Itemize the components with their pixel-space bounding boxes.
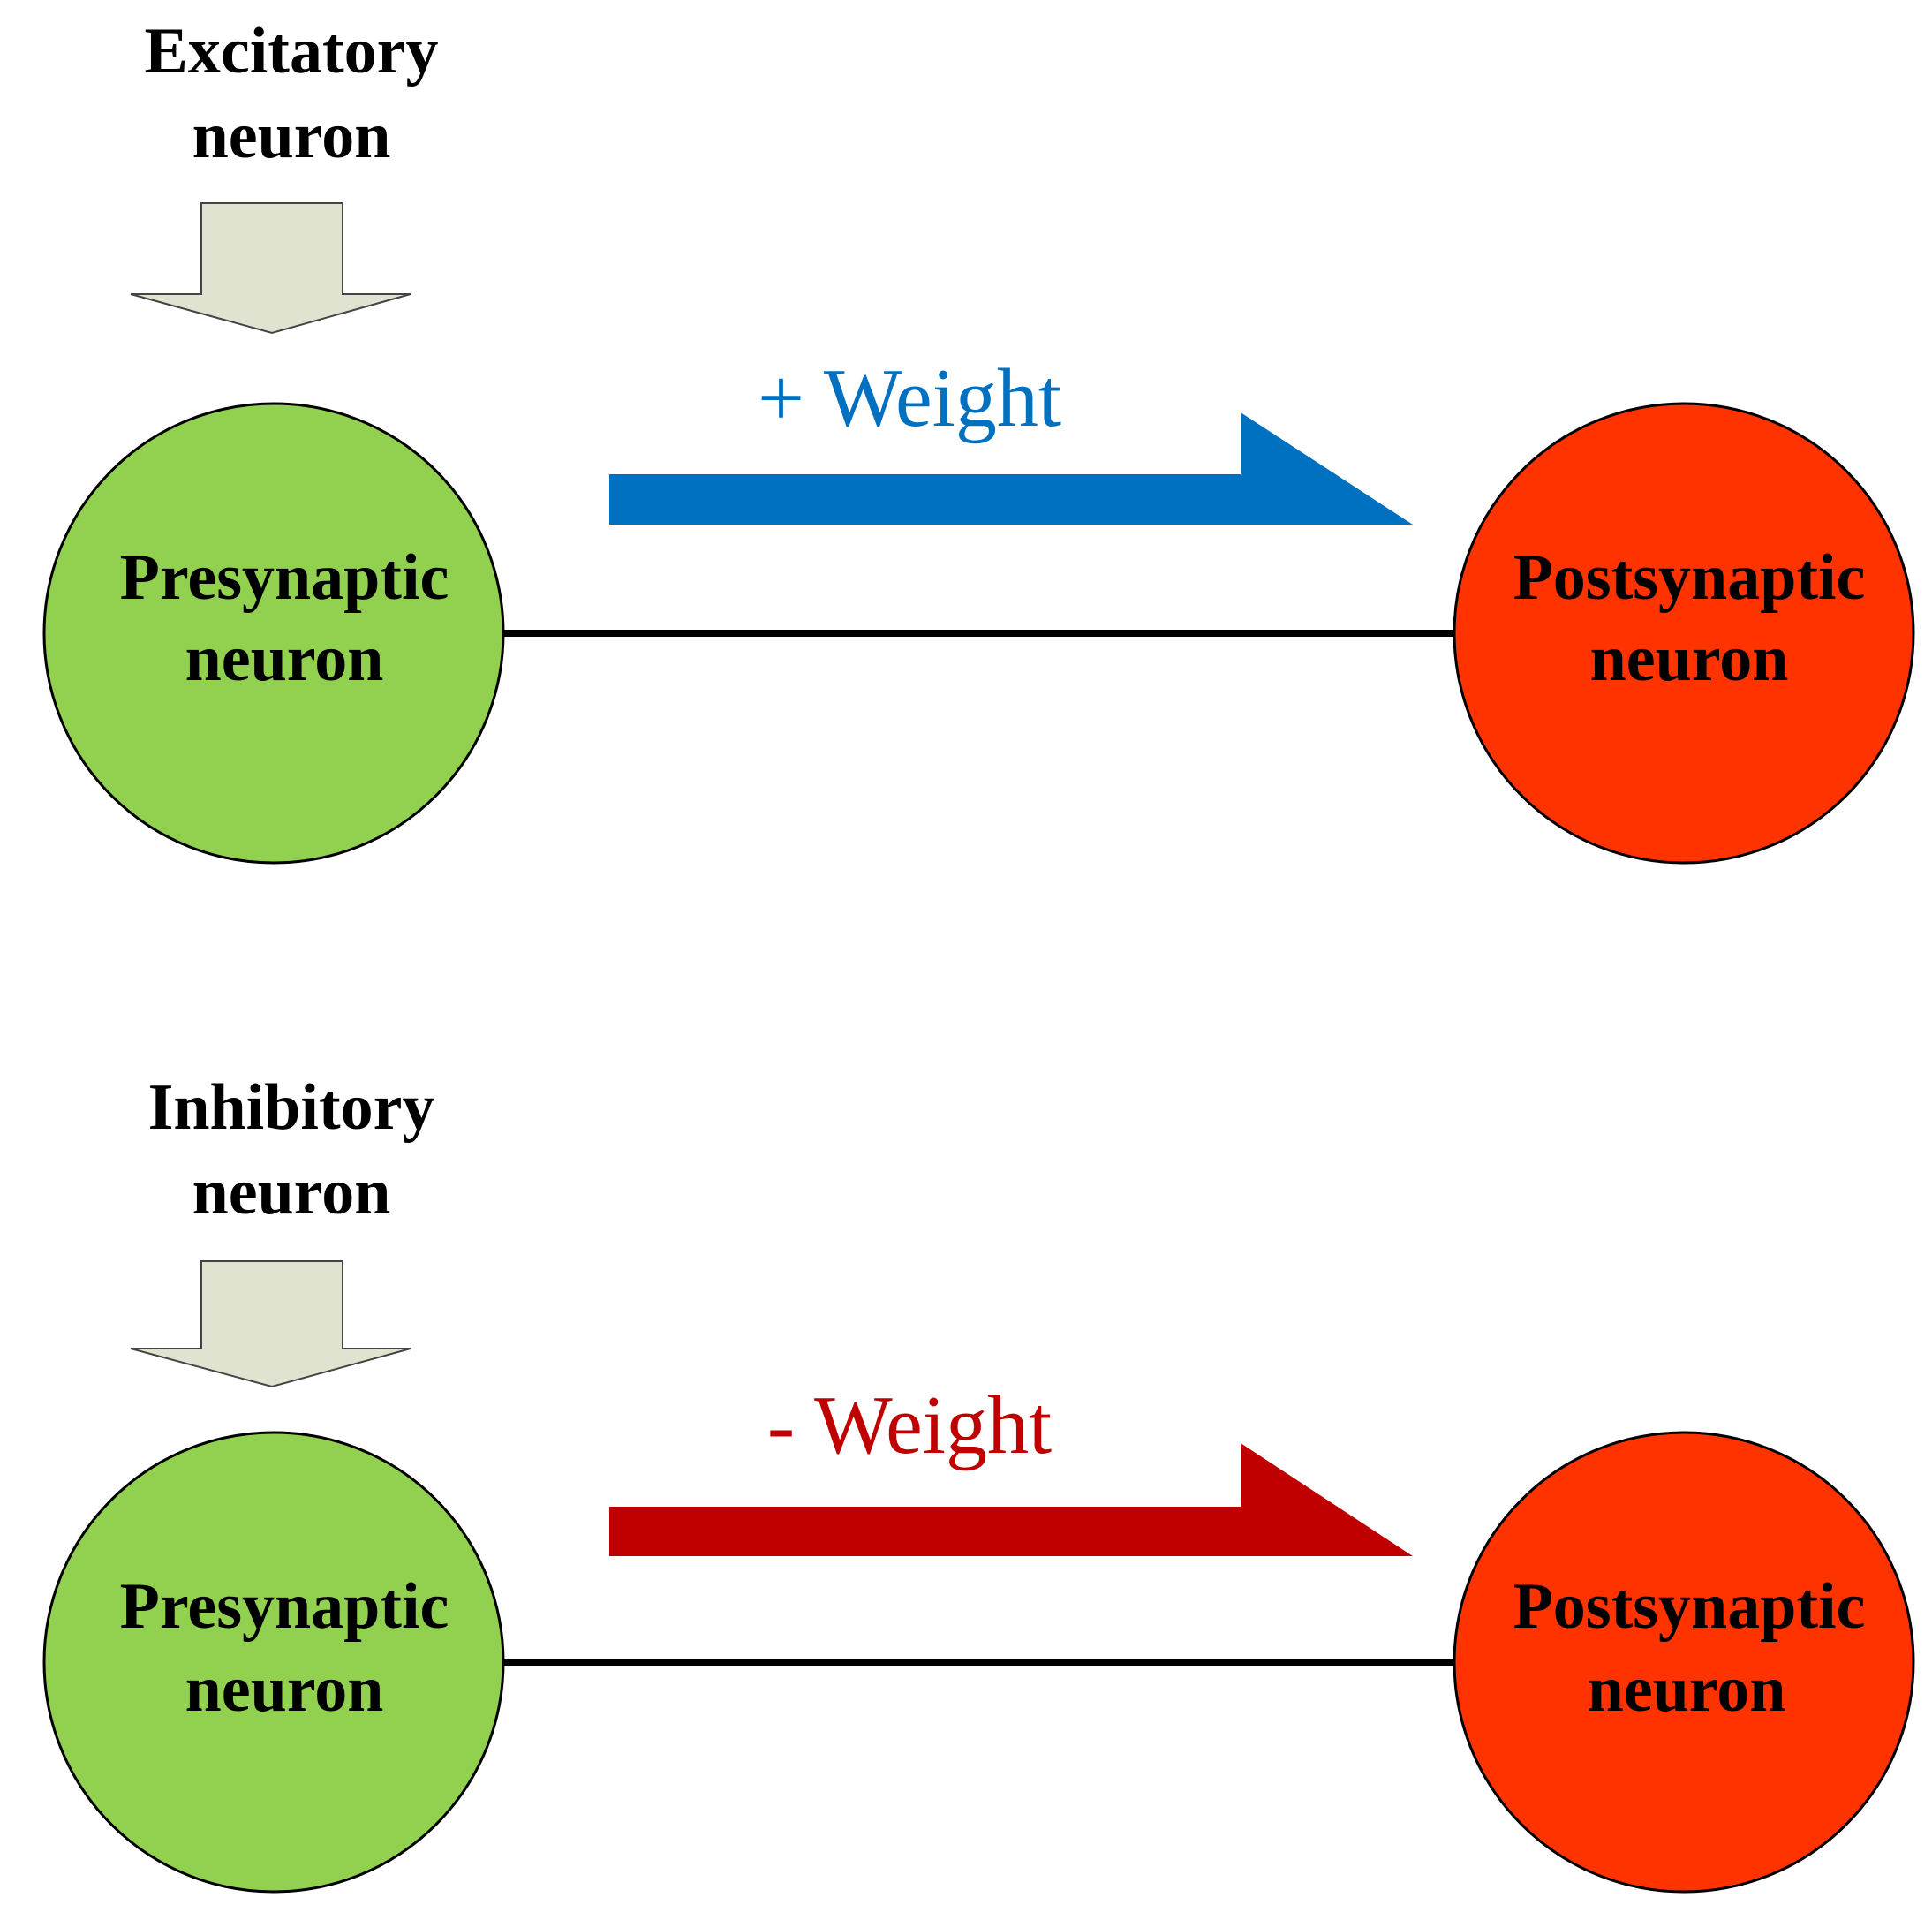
positive-weight-arrow <box>609 412 1413 525</box>
excitatory-presynaptic-neuron <box>42 402 505 865</box>
excitatory-presynaptic-label-line2: neuron <box>185 623 384 695</box>
inhibitory-source-label-line2: neuron <box>192 1156 391 1228</box>
inhibitory-presynaptic-neuron <box>42 1431 505 1894</box>
inhibitory-presynaptic-label-line1: Presynaptic <box>120 1570 449 1643</box>
positive-weight-label: + Weight <box>758 352 1061 444</box>
inhibitory-postsynaptic-neuron <box>1453 1431 1915 1894</box>
excitatory-postsynaptic-neuron <box>1453 402 1915 865</box>
inhibitory-postsynaptic-label-line1: Postsynaptic <box>1513 1570 1866 1643</box>
inhibitory-input-arrow <box>130 1260 411 1388</box>
inhibitory-presynaptic-label-line2: neuron <box>185 1653 384 1726</box>
excitatory-postsynaptic-label-line1: Postsynaptic <box>1513 541 1866 614</box>
excitatory-postsynaptic-label-line2: neuron <box>1590 623 1789 695</box>
inhibitory-postsynaptic-label-line2: neuron <box>1588 1653 1786 1726</box>
excitatory-presynaptic-label-line1: Presynaptic <box>120 541 449 614</box>
inhibitory-panel: Inhibitory neuron - Weight Presynaptic n… <box>42 1071 1915 1894</box>
inhibitory-source-label-line1: Inhibitory <box>148 1071 435 1144</box>
excitatory-source-label-line2: neuron <box>192 100 391 172</box>
negative-weight-label: - Weight <box>767 1380 1052 1471</box>
excitatory-source-label-line1: Excitatory <box>145 15 439 87</box>
excitatory-panel: Excitatory neuron + Weight Presynaptic n… <box>42 15 1915 865</box>
negative-weight-arrow <box>609 1443 1413 1556</box>
excitatory-input-arrow <box>130 202 411 335</box>
